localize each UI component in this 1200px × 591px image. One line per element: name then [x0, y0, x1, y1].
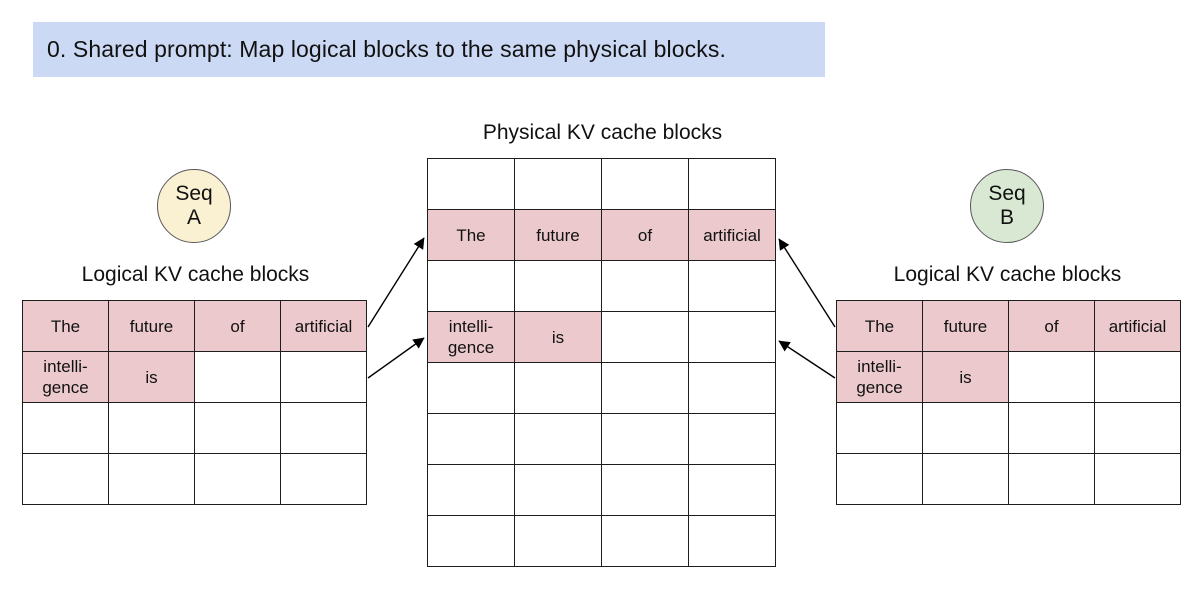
- kv-block-cell: [514, 158, 602, 210]
- kv-block-cell: [601, 515, 689, 567]
- kv-block-row: [427, 464, 776, 516]
- kv-block-cell: intelli- gence: [427, 311, 515, 363]
- kv-block-cell: [601, 413, 689, 465]
- kv-block-cell: [22, 402, 109, 454]
- kv-block-cell: future: [922, 300, 1009, 352]
- kv-block-cell: [922, 453, 1009, 505]
- kv-block-cell: [601, 362, 689, 414]
- kv-block-cell: [688, 158, 776, 210]
- kv-block-cell: [514, 260, 602, 312]
- kv-block-row: [427, 362, 776, 414]
- kv-block-cell: future: [108, 300, 195, 352]
- kv-block-cell: artificial: [280, 300, 367, 352]
- kv-block-row: [836, 453, 1181, 505]
- kv-block-cell: is: [108, 351, 195, 403]
- arrow-seq-b-block1-to-physical: [778, 340, 836, 379]
- kv-block-cell: [280, 351, 367, 403]
- kv-block-cell: of: [1008, 300, 1095, 352]
- kv-block-cell: The: [427, 209, 515, 261]
- kv-block-cell: [1008, 453, 1095, 505]
- kv-block-cell: [427, 362, 515, 414]
- kv-block-cell: is: [922, 351, 1009, 403]
- seq-a-badge: Seq A: [157, 169, 231, 243]
- kv-block-cell: [1094, 402, 1181, 454]
- arrow-seq-a-block1-to-physical: [367, 337, 425, 379]
- kv-block-cell: artificial: [1094, 300, 1181, 352]
- kv-block-cell: intelli- gence: [836, 351, 923, 403]
- kv-block-cell: [427, 260, 515, 312]
- kv-block-cell: is: [514, 311, 602, 363]
- kv-block-cell: of: [194, 300, 281, 352]
- seq-b-label: Seq B: [988, 182, 1026, 229]
- kv-block-row: [427, 413, 776, 465]
- kv-block-cell: [688, 515, 776, 567]
- arrow-seq-b-block0-to-physical: [778, 238, 836, 328]
- kv-block-cell: [280, 453, 367, 505]
- kv-block-cell: [194, 453, 281, 505]
- kv-block-cell: [427, 413, 515, 465]
- kv-block-row: [427, 260, 776, 312]
- kv-block-row: [427, 158, 776, 210]
- kv-block-cell: [688, 260, 776, 312]
- kv-block-row: [836, 402, 1181, 454]
- kv-block-cell: [427, 464, 515, 516]
- physical-table-title: Physical KV cache blocks: [482, 121, 723, 144]
- kv-block-cell: future: [514, 209, 602, 261]
- kv-block-cell: [194, 402, 281, 454]
- kv-block-cell: [601, 311, 689, 363]
- kv-block-cell: [194, 351, 281, 403]
- kv-block-cell: [427, 158, 515, 210]
- kv-block-cell: [108, 453, 195, 505]
- kv-block-cell: of: [601, 209, 689, 261]
- kv-block-cell: [427, 515, 515, 567]
- seq-a-label: Seq A: [175, 182, 213, 229]
- seq-b-badge: Seq B: [970, 169, 1044, 243]
- seq-b-table-title: Logical KV cache blocks: [893, 263, 1122, 286]
- kv-block-row: [427, 515, 776, 567]
- kv-block-cell: [688, 413, 776, 465]
- kv-block-cell: [601, 464, 689, 516]
- kv-block-cell: [1094, 351, 1181, 403]
- kv-block-cell: [1094, 453, 1181, 505]
- kv-block-cell: [601, 260, 689, 312]
- kv-block-cell: [836, 402, 923, 454]
- kv-block-cell: intelli- gence: [22, 351, 109, 403]
- kv-block-cell: [514, 515, 602, 567]
- title-banner: 0. Shared prompt: Map logical blocks to …: [33, 22, 825, 77]
- kv-block-cell: The: [22, 300, 109, 352]
- kv-block-cell: [514, 362, 602, 414]
- kv-block-cell: [688, 464, 776, 516]
- kv-block-cell: [922, 402, 1009, 454]
- kv-block-cell: artificial: [688, 209, 776, 261]
- kv-block-cell: [1008, 402, 1095, 454]
- title-banner-text: 0. Shared prompt: Map logical blocks to …: [47, 36, 726, 62]
- kv-block-cell: [514, 464, 602, 516]
- kv-block-cell: [688, 311, 776, 363]
- kv-block-cell: [601, 158, 689, 210]
- kv-block-cell: [280, 402, 367, 454]
- arrow-seq-a-block0-to-physical: [367, 237, 425, 328]
- kv-block-row: [22, 453, 367, 505]
- kv-block-cell: [836, 453, 923, 505]
- kv-block-row: [22, 402, 367, 454]
- kv-block-cell: [514, 413, 602, 465]
- kv-block-cell: [22, 453, 109, 505]
- kv-block-cell: [688, 362, 776, 414]
- seq-a-table-title: Logical KV cache blocks: [81, 263, 310, 286]
- kv-block-cell: [108, 402, 195, 454]
- kv-block-cell: [1008, 351, 1095, 403]
- kv-block-cell: The: [836, 300, 923, 352]
